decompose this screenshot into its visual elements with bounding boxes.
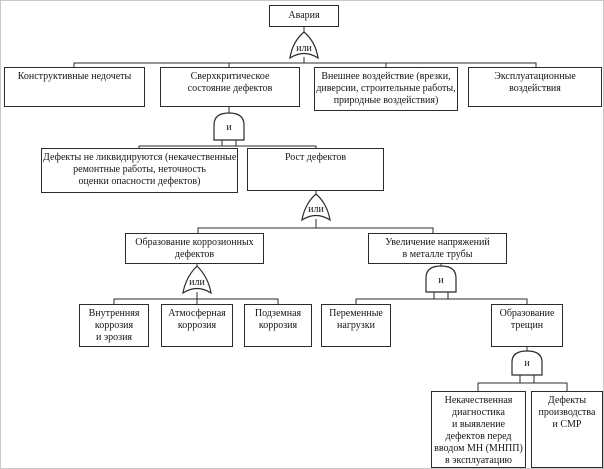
- node-underground-corrosion: Подземная коррозия: [244, 304, 312, 347]
- node-corrosion-defect-formation: Образование коррозионных дефектов: [125, 233, 264, 264]
- and-gate-stress-label: и: [438, 275, 444, 286]
- node-supercritical-defect-state: Сверхкритическое состояние дефектов: [160, 67, 300, 107]
- or-gate-top-label: или: [296, 43, 312, 54]
- or-gate-symbol-corrosion: [182, 265, 212, 295]
- node-defects-not-eliminated: Дефекты не ликвидируются (некачественные…: [41, 148, 238, 193]
- node-design-flaws: Конструктивные недочеты: [4, 67, 145, 107]
- node-operational-impacts: Эксплуатационные воздействия: [468, 67, 602, 107]
- and-gate-cracks-label: и: [524, 358, 530, 369]
- node-poor-diagnostics: Некачественная диагностика и выявление д…: [431, 391, 526, 468]
- and-gate-symbol-supercritical: [213, 112, 245, 141]
- node-crack-formation: Образование трещин: [491, 304, 563, 347]
- and-gate-symbol-stress: [425, 265, 457, 293]
- node-production-smr-defects: Дефекты производства и СМР: [531, 391, 603, 468]
- or-gate-defect-growth-label: или: [308, 204, 324, 215]
- or-gate-symbol-top: [289, 31, 319, 60]
- node-variable-loads: Переменные нагрузки: [321, 304, 391, 347]
- or-gate-symbol-defect-growth: [301, 193, 331, 222]
- and-gate-supercritical-label: и: [226, 122, 232, 133]
- node-external-impact: Внешнее воздействие (врезки, диверсии, с…: [314, 67, 458, 111]
- node-defect-growth: Рост дефектов: [247, 148, 384, 191]
- node-metal-stress-increase: Увеличение напряжений в металле трубы: [368, 233, 507, 264]
- and-gate-symbol-cracks: [511, 350, 543, 376]
- or-gate-corrosion-label: или: [189, 277, 205, 288]
- node-accident: Авария: [269, 5, 339, 27]
- node-atmospheric-corrosion: Атмосферная коррозия: [161, 304, 233, 347]
- node-internal-corrosion-erosion: Внутренняя коррозия и эрозия: [79, 304, 149, 347]
